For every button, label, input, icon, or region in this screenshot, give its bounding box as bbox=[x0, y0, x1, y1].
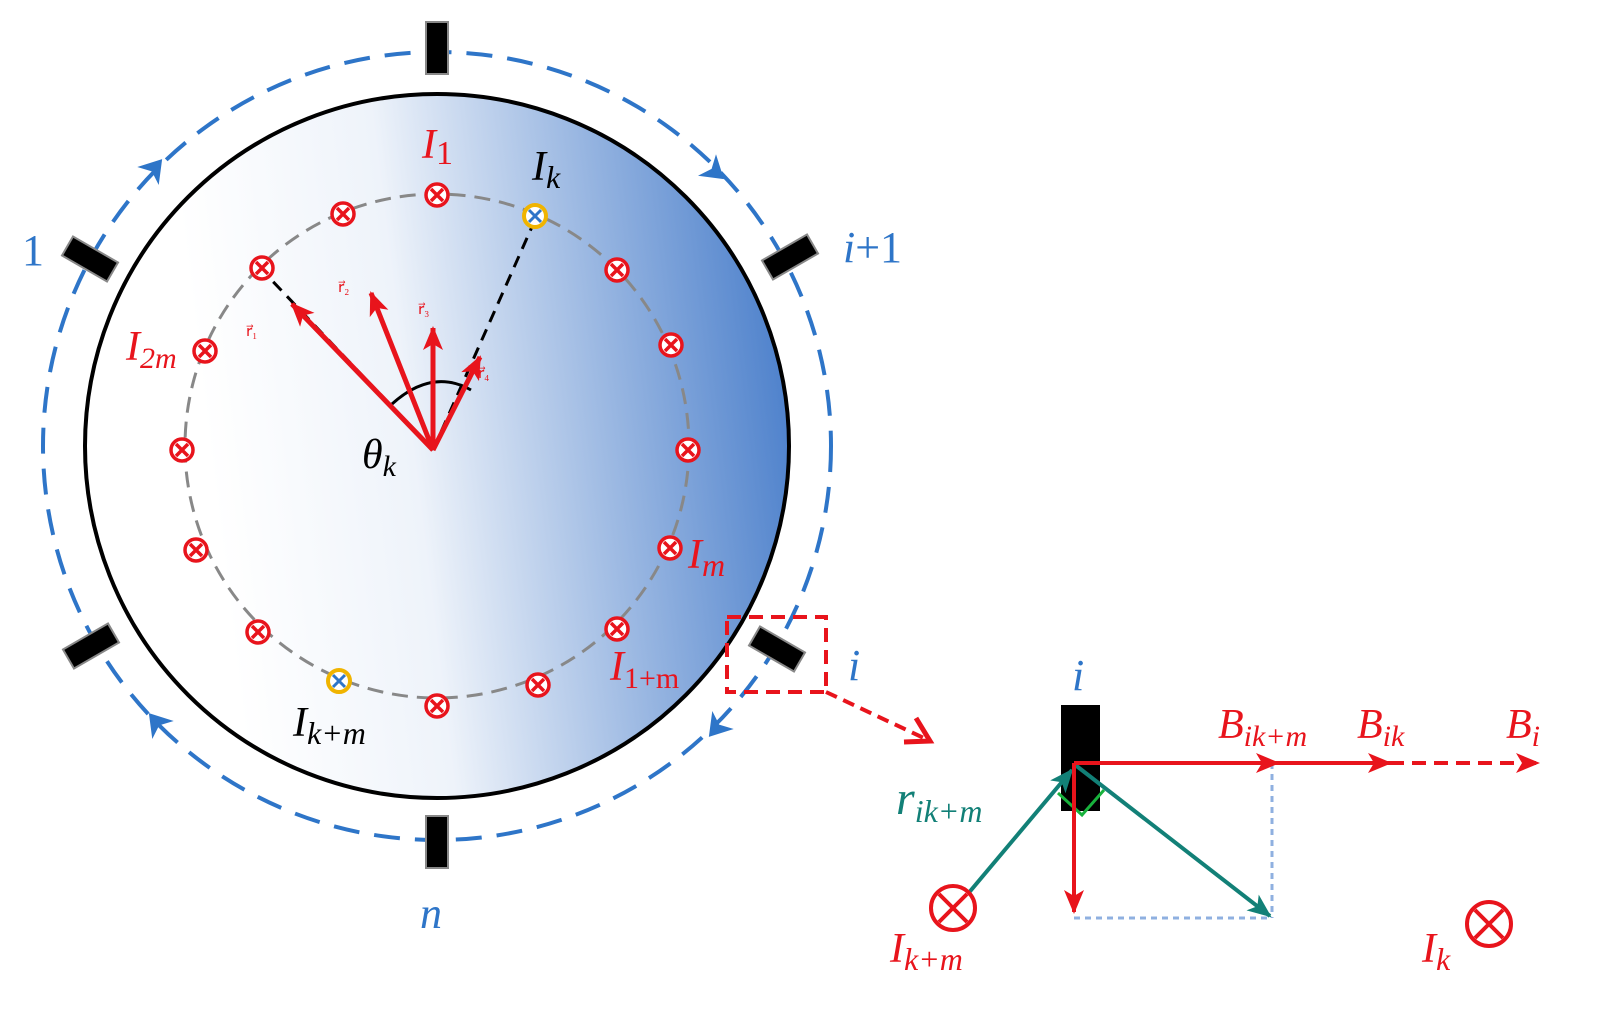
circle-cross-icon bbox=[525, 672, 551, 698]
label-Im: Im bbox=[687, 532, 725, 583]
circle-cross-icon bbox=[424, 182, 450, 208]
circle-cross-icon bbox=[249, 255, 275, 281]
detail-label-Ik: Ik bbox=[1421, 926, 1451, 977]
sensor-block-icon bbox=[425, 21, 449, 75]
vector-r1 bbox=[290, 302, 435, 452]
circle-cross-icon bbox=[1465, 900, 1513, 948]
zoom-box bbox=[725, 615, 828, 694]
loop-arrow-top-left bbox=[137, 159, 163, 185]
circle-cross-icon bbox=[675, 437, 701, 463]
detail-label-Ikm: Ik+m bbox=[889, 926, 963, 977]
circle-cross-icon bbox=[183, 537, 209, 563]
detail-label-B-ik: Bik bbox=[1357, 702, 1405, 753]
loop-arrow-top-right bbox=[698, 154, 724, 180]
circle-cross-icon bbox=[522, 203, 548, 229]
detail-label-B-ikm: Bik+m bbox=[1218, 702, 1307, 753]
label-Ik: Ik bbox=[531, 144, 561, 195]
circle-cross-icon bbox=[604, 257, 630, 283]
sensor-block-icon bbox=[747, 625, 807, 673]
vector-label-r1: r⃗₁ bbox=[246, 324, 258, 340]
circle-cross-icon bbox=[929, 884, 977, 932]
sensor-block-icon bbox=[61, 622, 121, 670]
vector-label-r2: r⃗₂ bbox=[338, 280, 350, 296]
label-theta-k: θk bbox=[362, 432, 397, 483]
right-angle-mark bbox=[1056, 789, 1106, 818]
circle-cross-icon bbox=[169, 437, 195, 463]
loop-arrow-bottom-right bbox=[708, 711, 734, 737]
detail-sensor-block bbox=[1061, 705, 1100, 811]
sensor-block-icon bbox=[760, 233, 820, 281]
sensor-label-i: i bbox=[848, 641, 860, 690]
detail-label-B-i: Bi bbox=[1506, 702, 1540, 753]
vector-label-r3: r⃗₃ bbox=[418, 302, 430, 318]
zoom-arrow bbox=[825, 690, 929, 742]
sensor-label-1: 1 bbox=[22, 226, 44, 275]
label-I2m: I2m bbox=[125, 324, 177, 375]
circle-cross-icon bbox=[245, 619, 271, 645]
vector-r2 bbox=[368, 291, 436, 451]
circle-cross-icon bbox=[330, 201, 356, 227]
vector-r-ik bbox=[1072, 762, 1272, 918]
sensor-label-n: n bbox=[420, 889, 442, 938]
vector-r4 bbox=[430, 355, 483, 452]
sensor-block-icon bbox=[425, 815, 449, 869]
circle-cross-icon bbox=[604, 616, 630, 642]
vector-r-ikm bbox=[954, 768, 1074, 910]
detail-sensor-label: i bbox=[1072, 651, 1084, 700]
sensor-block-icon bbox=[60, 235, 120, 283]
loop-arrow-bottom-left bbox=[148, 713, 174, 739]
label-I1: I1 bbox=[421, 122, 453, 172]
circle-cross-icon bbox=[192, 338, 218, 364]
label-I1m: I1+m bbox=[609, 644, 679, 695]
circle-cross-icon bbox=[326, 668, 352, 694]
label-Ikm: Ik+m bbox=[292, 700, 366, 751]
zoom-arrow-head bbox=[903, 716, 935, 745]
circle-cross-icon bbox=[658, 332, 684, 358]
vector-label-r4: r⃗₄ bbox=[478, 366, 490, 382]
sensor-label-i-plus-1: i+1 bbox=[843, 223, 902, 272]
detail-label-r-ikm: rik+m bbox=[896, 772, 982, 829]
circle-cross-icon bbox=[424, 693, 450, 719]
circle-cross-icon bbox=[657, 535, 683, 561]
